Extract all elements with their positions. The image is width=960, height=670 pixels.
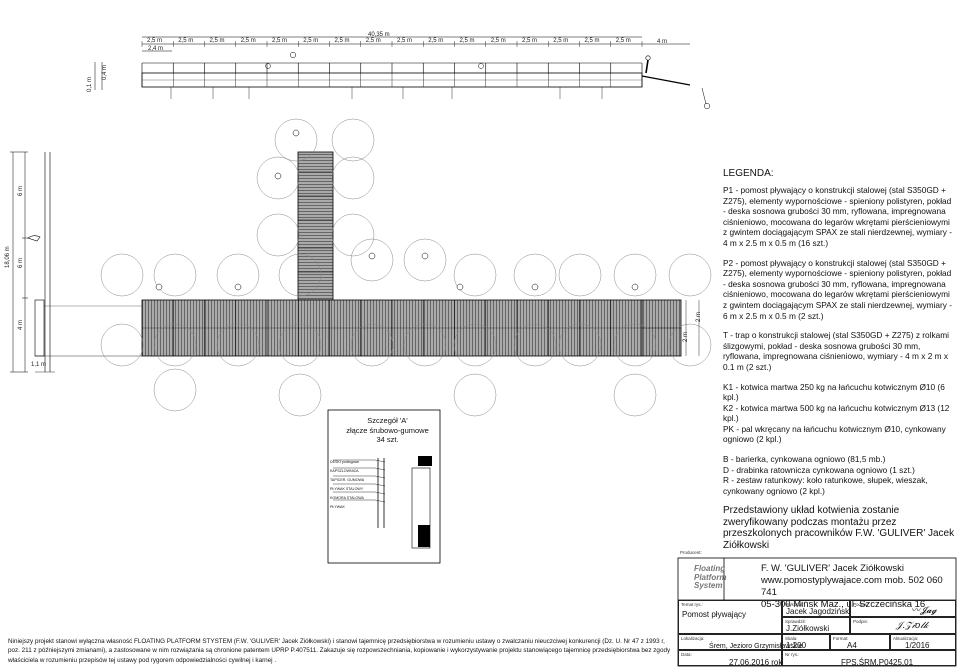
elevation-segment-label: 2,5 m [334, 38, 350, 44]
detail-a-title: Szczegół 'A' złącze śrubowo-gumowe 34 sz… [346, 416, 429, 444]
elevation-segment-label: 2,5 m [553, 38, 569, 44]
company-address: 05-300 Mińsk Maz., ul. Szczecińska 16 [761, 599, 926, 610]
detail-layer-label: KAPSZLOWNICA [330, 469, 359, 473]
detail-layer-label: DESKI podłogowe [330, 460, 360, 464]
elevation-height-04: 0,4 m [102, 64, 108, 80]
dim-lower-6m: 6 m [18, 257, 24, 268]
detail-layer-label: PŁYWAK STALOWY [330, 487, 364, 491]
tb-sprawdzil: Sprawdził: J.Ziółkowski [782, 617, 850, 634]
tb-format: Format: A4 [830, 634, 890, 650]
tb-podpis-2: Podpis: 𝒥.𝒵𝒾𝑜𝓁𝓀 [850, 617, 956, 634]
elevation-segment-label: 2,5 m [147, 38, 163, 44]
dim-upper-6m: 6 m [18, 185, 24, 196]
anchor-k1-marker [703, 102, 711, 110]
legend-trap: T - trap o konstrukcji stalowej (stal S3… [723, 330, 950, 372]
tb-data: Data: 27.06.2016 rok [678, 650, 782, 667]
confidentiality-footer: Niniejszy projekt stanowi wyłączna własn… [8, 638, 671, 664]
elevation-ramp [641, 75, 691, 86]
plan-view [10, 118, 712, 417]
legend-anchors: K1 - kotwica martwa 250 kg na łańcuchu k… [723, 381, 950, 445]
dim-stub: 1,1 m [31, 362, 47, 368]
elevation-dimension-ticks [141, 41, 643, 47]
tb-skala: Skala: 1:200 [782, 634, 830, 650]
tb-wykonal: Wykonał: Jacek Jagodziński [782, 600, 851, 617]
detail-layer-label: PŁYWAK [330, 505, 345, 509]
signature-2: 𝒥.𝒵𝒾𝑜𝓁𝓀 [896, 621, 929, 631]
elevation-segment-label: 2,5 m [615, 38, 631, 44]
signature-1: 〰𝓙𝓪𝓰 [911, 606, 937, 616]
elevation-segment-label: 2,5 m [490, 38, 506, 44]
elevation-view [94, 36, 711, 110]
elevation-segment-label: 2,5 m [365, 38, 381, 44]
elevation-segment-label: 2,5 m [584, 38, 600, 44]
legend-equipment: B - barierka, cynkowana ogniowo (81,5 mb… [723, 454, 928, 496]
company-name: F. W. 'GULIVER' Jacek Ziółkowski [761, 563, 904, 574]
detail-layer-label: KOMORA STALOWA [330, 496, 364, 500]
dim-trap-2m-b: 2 m [696, 311, 702, 322]
tb-lokalizacja: Lokalizacja: Śrem, Jezioro Grzymisławski… [678, 634, 803, 650]
fps-logo: Floating Platform System [694, 564, 727, 590]
tb-aktualizacja: Aktualizacja: 1/2016 [890, 634, 956, 650]
dim-total-18m: 18,06 m [5, 246, 11, 268]
elevation-total-length: 40,35 m [368, 32, 390, 38]
legend-p1: P1 - pomost pływający o konstrukcji stal… [723, 185, 953, 248]
legend-p2: P2 - pomost pływający o konstrukcji stal… [723, 257, 953, 321]
trap-ramp-shore [34, 299, 45, 357]
company-block: F. W. 'GULIVER' Jacek Ziółkowski www.pom… [761, 563, 960, 611]
elevation-segment-label: 2,5 m [397, 38, 413, 44]
elevation-segment-label: 2,5 m [272, 38, 288, 44]
company-web-phone: www.pomostyplywajace.com mob. 502 060 74… [761, 575, 943, 598]
elevation-segment-label: 2,5 m [178, 38, 194, 44]
detail-a-view [327, 409, 441, 564]
legend: LEGENDA: P1 - pomost pływający o konstru… [723, 168, 955, 551]
detail-layer-label: TAPICER. GUMOWA [330, 478, 365, 482]
elevation-first-module-label: 2,4 m [148, 46, 164, 52]
legend-title: LEGENDA: [723, 168, 774, 179]
elevation-segment-label: 2,5 m [209, 38, 225, 44]
producer-label: Producent: [680, 550, 702, 555]
dim-bottom-4m: 4 m [18, 319, 24, 330]
elevation-segment-label: 2,5 m [459, 38, 475, 44]
elevation-height-01: 0,1 m [87, 76, 93, 92]
legend-note: Przedstawiony układ kotwienia zostanie z… [723, 505, 955, 551]
elevation-segment-label: 2,5 m [522, 38, 538, 44]
tb-nr: Nr rys.: FPS.ŚRM.P0425.01 [782, 650, 956, 667]
elevation-segment-label: 2,5 m [240, 38, 256, 44]
railing-posts [141, 63, 643, 87]
dim-trap-2m-a: 2 m [683, 331, 689, 342]
elevation-segment-label: 2,5 m [303, 38, 319, 44]
elevation-segment-label: 2,5 m [428, 38, 444, 44]
pier-vertical-arm [297, 151, 334, 301]
tb-temat: Temat rys.: Pomost pływający [678, 600, 782, 634]
anchor-circles [100, 118, 712, 417]
elevation-ramp-label: 4 m [657, 39, 668, 45]
tb-podpis-1: Podpis: 〰𝓙𝓪𝓰 [850, 600, 956, 617]
